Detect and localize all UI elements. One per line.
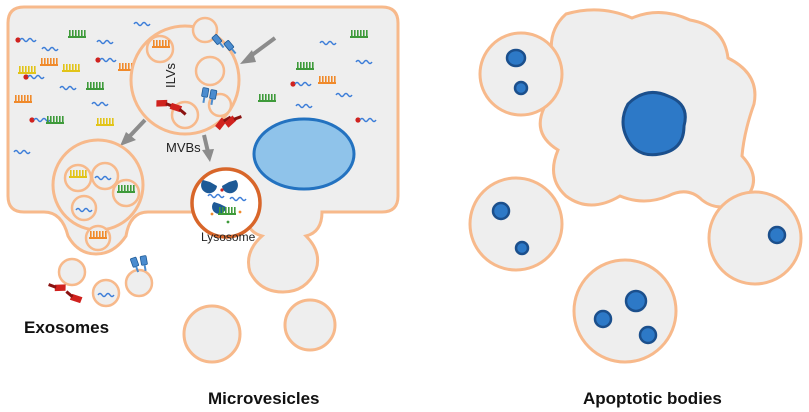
exosomes-label: Exosomes xyxy=(24,318,109,337)
pacman-enzyme-icon xyxy=(222,180,238,194)
mvb-upper xyxy=(129,16,244,136)
apoptotic-body-4 xyxy=(572,258,678,364)
apoptotic-bodies-label: Apoptotic bodies xyxy=(583,389,722,408)
exosomes-released xyxy=(47,254,154,308)
lysosome-label: Lysosome xyxy=(201,230,256,244)
pacman-enzyme-icon xyxy=(201,180,217,194)
apoptotic-cell xyxy=(538,8,757,209)
gray-arrow-icon xyxy=(120,36,277,162)
lysosome xyxy=(190,167,262,239)
microvesicles xyxy=(182,298,337,364)
apoptotic-nucleus xyxy=(621,90,687,157)
apoptotic-body-1 xyxy=(478,31,564,117)
mvb-secreting xyxy=(51,138,145,252)
mvbs-label: MVBs xyxy=(166,140,201,155)
nucleus xyxy=(252,117,356,191)
microvesicles-label: Microvesicles xyxy=(208,389,320,408)
apoptotic-body-3 xyxy=(707,190,803,286)
apoptotic-body-2 xyxy=(468,176,564,272)
ilvs-label: ILVs xyxy=(163,62,178,88)
